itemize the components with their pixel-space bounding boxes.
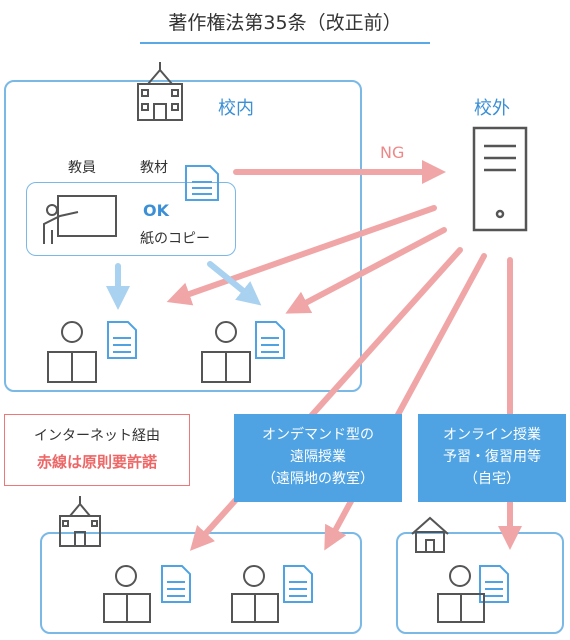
title-underline — [140, 42, 430, 44]
ondemand-box: オンデマンド型の 遠隔授業 （遠隔地の教室） — [234, 414, 402, 502]
page-title: 著作権法第35条（改正前） — [168, 12, 402, 34]
school-icon-small — [59, 496, 101, 547]
inside-label: 校内 — [218, 98, 254, 119]
legend-internet: インターネット経由 — [34, 428, 160, 444]
legend-box: インターネット経由 赤線は原則要許諾 — [4, 414, 190, 486]
copy-label: 紙のコピー — [140, 231, 210, 247]
document-icons — [107, 165, 509, 603]
inner-teacher-frame — [26, 182, 236, 256]
ondemand-line2: 遠隔授業 — [290, 449, 346, 465]
teacher-icon — [43, 195, 117, 244]
ondemand-line3: （遠隔地の教室） — [262, 471, 374, 487]
home-frame — [396, 532, 564, 634]
ok-label: OK — [143, 201, 169, 220]
ondemand-line1: オンデマンド型の — [262, 427, 374, 443]
school-icon — [137, 62, 183, 121]
online-line3: （自宅） — [464, 471, 520, 487]
server-icon — [472, 126, 528, 232]
online-line1: オンライン授業 — [443, 427, 541, 443]
student-icons — [47, 321, 485, 623]
ng-label: NG — [380, 143, 405, 162]
copy-arrows — [106, 261, 262, 310]
legend-red-line-note: 赤線は原則要許諾 — [36, 453, 157, 471]
online-line2: 予習・復習用等 — [443, 449, 541, 465]
online-box: オンライン授業 予習・復習用等 （自宅） — [418, 414, 566, 502]
teacher-label: 教員 — [68, 160, 96, 176]
material-label: 教材 — [140, 160, 168, 176]
outside-label: 校外 — [474, 98, 510, 119]
house-icon — [411, 516, 449, 553]
